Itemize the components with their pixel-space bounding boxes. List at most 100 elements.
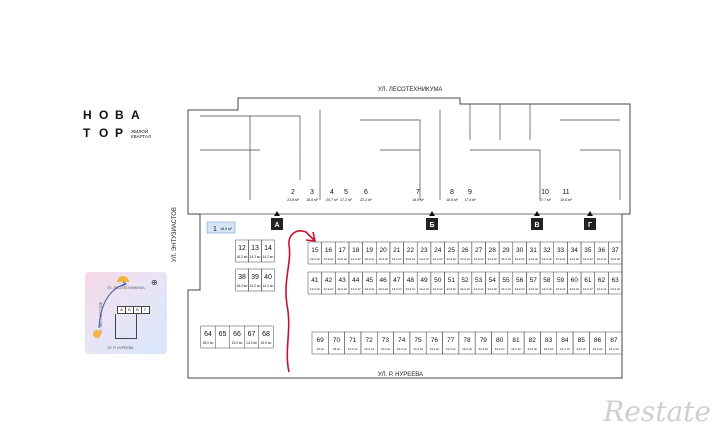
space-area: 14.2 м² xyxy=(576,347,586,351)
space-area: 14.2 м² xyxy=(348,347,358,351)
space-number: 71 xyxy=(349,337,357,344)
space-area: 14.2 м² xyxy=(487,287,497,291)
space-number: 54 xyxy=(489,277,497,284)
space-area: 18.8 м² xyxy=(306,198,318,202)
space-area: 20.7 м² xyxy=(326,198,338,202)
space-number: 48 xyxy=(407,277,415,284)
mini-map: ⊕ УЛ. ЛЕСОТЕХНИКУМА УЛ. Р. НУРЕЕВА УЛ. Э… xyxy=(85,272,167,354)
entrance-label: В xyxy=(534,222,539,229)
space-area: 14.2 м² xyxy=(413,347,423,351)
space-number: 85 xyxy=(578,337,586,344)
logo-letter: О xyxy=(99,126,109,140)
space-area: 14.2 м² xyxy=(501,257,511,261)
sun-low-icon xyxy=(93,330,101,338)
logo-letter: Т xyxy=(83,126,91,140)
red-arrowhead-icon xyxy=(305,231,317,242)
space-area: 14.2 м² xyxy=(406,287,416,291)
entrance-arrow-icon xyxy=(534,211,540,216)
space-number: 61 xyxy=(584,277,592,284)
space-number: 78 xyxy=(463,337,471,344)
entrance-arrow-icon xyxy=(429,211,435,216)
space-number: 23 xyxy=(420,247,428,254)
space-area: 14.2 м² xyxy=(246,341,258,345)
space-number: 64 xyxy=(204,331,212,338)
space-number: 56 xyxy=(516,277,524,284)
space-area: 16 м² xyxy=(317,347,324,351)
space-area: 14.2 м² xyxy=(515,287,525,291)
space-number: 73 xyxy=(382,337,390,344)
space-area: 14.2 м² xyxy=(419,287,429,291)
storage-cell xyxy=(261,268,275,292)
space-number: 59 xyxy=(557,277,565,284)
space-area: 14.2 м² xyxy=(351,257,361,261)
space-area: 14.2 м² xyxy=(310,287,320,291)
entrance-label: Б xyxy=(429,222,434,229)
space-area: 14.2 м² xyxy=(560,347,570,351)
space-area: 23.8 м² xyxy=(287,198,299,202)
space-area: 14.2 м² xyxy=(249,255,261,259)
space-number: 66 xyxy=(233,331,241,338)
space-number: 13 xyxy=(251,245,259,252)
space-area: 14.2 м² xyxy=(583,257,593,261)
space-area: 14.2 м² xyxy=(378,257,388,261)
space-area: 18.5 м² xyxy=(412,198,424,202)
mini-street-bottom: УЛ. Р. НУРЕЕВА xyxy=(107,346,134,350)
space-number: 53 xyxy=(475,277,483,284)
space-number: 63 xyxy=(612,277,620,284)
space-area: 17.2 м² xyxy=(340,198,352,202)
space-area: 14.2 м² xyxy=(474,257,484,261)
space-number: 84 xyxy=(561,337,569,344)
logo-letter: Р xyxy=(115,126,124,140)
space-area: 14.2 м² xyxy=(460,257,470,261)
space-number: 3 xyxy=(310,189,314,196)
space-area: 14.2 м² xyxy=(583,287,593,291)
space-area: 14.2 м² xyxy=(597,287,607,291)
space-area: 14.2 м² xyxy=(406,257,416,261)
space-number: 28 xyxy=(489,247,497,254)
space-number: 27 xyxy=(475,247,483,254)
space-area: 16.2 м² xyxy=(236,255,248,259)
space-area: 15.0 м² xyxy=(260,341,272,345)
space-number: 69 xyxy=(317,337,325,344)
space-number: 47 xyxy=(393,277,401,284)
space-area: 14.2 м² xyxy=(544,347,554,351)
logo: Н О В А Т О Р ЖИЛОЙ КВАРТАЛ xyxy=(83,108,163,148)
space-number: 32 xyxy=(543,247,551,254)
space-area: 14.2 м² xyxy=(430,347,440,351)
space-number: 31 xyxy=(530,247,538,254)
space-area: 14.2 м² xyxy=(609,347,619,351)
space-area: 22.2 м² xyxy=(360,198,372,202)
mini-section: Г xyxy=(141,306,150,314)
space-number: 81 xyxy=(512,337,520,344)
space-area: 14.2 м² xyxy=(495,347,505,351)
space-number: 49 xyxy=(420,277,428,284)
space-area: 14.2 м² xyxy=(597,257,607,261)
space-number: 38 xyxy=(238,274,246,281)
space-number: 36 xyxy=(598,247,606,254)
logo-subtitle: ЖИЛОЙ КВАРТАЛ xyxy=(131,129,151,139)
space-number: 17 xyxy=(339,247,347,254)
space-number: 7 xyxy=(416,189,420,196)
space-number: 60 xyxy=(571,277,579,284)
storage-cell xyxy=(608,271,623,295)
mini-building-outline xyxy=(115,314,137,339)
space-area: 14.2 м² xyxy=(474,287,484,291)
space-area: 14.2 м² xyxy=(324,257,334,261)
space-area: 14.2 м² xyxy=(542,257,552,261)
space-number: 79 xyxy=(480,337,488,344)
space-number: 22 xyxy=(407,247,415,254)
space-area: 18.9 м² xyxy=(220,227,232,231)
space-area: 14.2 м² xyxy=(515,257,525,261)
space-number: 37 xyxy=(612,247,620,254)
space-number: 55 xyxy=(502,277,510,284)
space-number: 19 xyxy=(366,247,374,254)
street-label-top: УЛ. ЛЕСОТЕХНИКУМА xyxy=(378,87,443,93)
space-area: 14.2 м² xyxy=(569,257,579,261)
space-number: 77 xyxy=(447,337,455,344)
space-number: 52 xyxy=(461,277,469,284)
space-number: 5 xyxy=(344,189,348,196)
space-number: 72 xyxy=(365,337,373,344)
space-number: 24 xyxy=(434,247,442,254)
space-area: 14.2 м² xyxy=(460,287,470,291)
